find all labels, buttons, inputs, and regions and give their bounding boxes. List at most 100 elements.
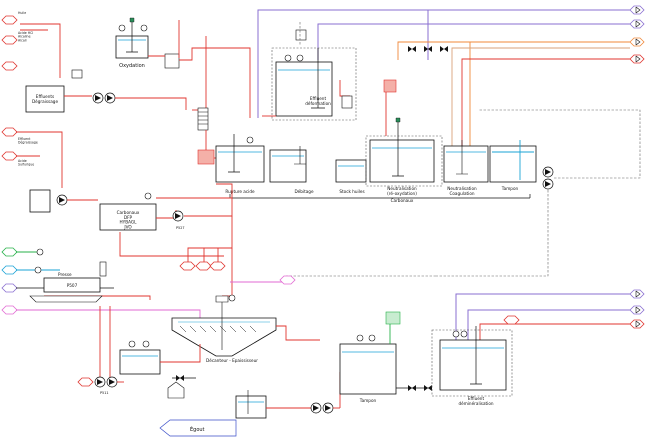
small-tank [29, 189, 51, 213]
offpage-connector [179, 261, 196, 271]
motor-icon [395, 117, 401, 123]
egout-pit [235, 395, 267, 419]
instrument-icon [296, 54, 304, 62]
instrument-icon [142, 340, 150, 348]
coagulation-tank [443, 145, 489, 183]
pump-icon [106, 376, 118, 388]
offpage-connector [1, 283, 18, 293]
offpage-connector [1, 61, 18, 71]
valve-icon [408, 46, 416, 52]
sludge-tank [119, 349, 161, 375]
mixer-icon [392, 120, 404, 177]
decanteur-body [171, 317, 277, 357]
instrument-icon [140, 24, 148, 32]
offpage-connector [629, 5, 645, 15]
decanteur-label: Décanteur - Epaississeur [206, 358, 258, 363]
pump-icon [322, 402, 334, 414]
offpage-connector [629, 19, 645, 29]
carbonaux-label: Carbonaux [391, 198, 414, 203]
degraissage-tank [25, 85, 65, 113]
valve-icon [424, 46, 432, 52]
tampon-top-label: Tampon [501, 186, 519, 191]
decanteur-unit: Décanteur - Epaississeur [171, 294, 320, 363]
presse-title: Presse [58, 272, 72, 277]
instrument-icon [36, 248, 44, 256]
reagent-tag [383, 79, 397, 93]
oxydation-unit: Oxydation [115, 17, 251, 118]
presse-body [43, 277, 101, 293]
offpage-connector [195, 261, 212, 271]
mixer-icon [126, 20, 138, 53]
neutralisation-tank [369, 139, 435, 183]
tampon-bottom-unit: Tampon [339, 311, 432, 403]
recycle-lines [119, 216, 436, 297]
instrument-icon [246, 136, 254, 144]
offpage-connector [629, 305, 645, 315]
pump-icon [542, 166, 554, 178]
valve-cluster-top [383, 46, 448, 136]
debitage-tank [269, 149, 307, 183]
offpage-connector [1, 265, 18, 275]
sludge-skip [167, 381, 185, 399]
offpage-connector [1, 127, 18, 137]
tampon-top-tank [489, 145, 537, 183]
mixer-icon [311, 48, 325, 109]
instrument-icon [128, 340, 136, 348]
reagent-tag [385, 311, 401, 325]
offpage-connector [629, 289, 645, 299]
mixer-icon [294, 146, 306, 165]
instrument-icon [284, 54, 292, 62]
reagent-tag [197, 149, 215, 165]
offpage-connector [77, 377, 94, 387]
utility-lines [257, 9, 630, 340]
reagent-connectors-mid [179, 261, 296, 285]
deminer-tank [439, 339, 507, 391]
offpage-connector [1, 305, 18, 315]
stock-huiles-label: Stock huiles [339, 189, 364, 194]
filter-stack [197, 107, 209, 131]
oxydation-label: Oxydation [119, 63, 145, 69]
debitage-label: Débitage [294, 189, 313, 194]
main-process-train: Rupture acide Débitage Stock huiles Neut… [197, 109, 641, 277]
deformation-tank [275, 61, 333, 117]
offpage-connector [1, 247, 18, 257]
instrument-icon [118, 24, 126, 32]
offpage-connectors-right [629, 5, 645, 329]
instrument-icon [228, 294, 236, 302]
instrument-icon [144, 192, 152, 200]
sludge-unit: P511 [77, 306, 201, 399]
stock-huiles-tank [335, 159, 367, 183]
feed-label: Huile [18, 11, 26, 15]
offpage-connector [629, 37, 645, 47]
rupture-acide-label: Rupture acide [225, 189, 255, 194]
egout-label: Égout [190, 425, 205, 433]
pump-icon [104, 92, 116, 104]
instrument-icon [460, 330, 468, 338]
pump-icon [172, 210, 184, 222]
carbonaux-tank [99, 203, 157, 231]
valve-icon [424, 385, 432, 391]
level-box [71, 69, 83, 79]
pump-icon [542, 178, 554, 190]
rupture-acide-tank [215, 145, 265, 183]
valve-icon [408, 385, 416, 391]
pump-icon [56, 194, 68, 206]
pump-icon [92, 92, 104, 104]
tampon-bottom-label: Tampon [359, 398, 377, 403]
offpage-connector [629, 54, 645, 64]
dosing-pump [341, 95, 353, 109]
egout-arrow [159, 419, 237, 437]
valve-icon [176, 375, 184, 381]
mixer-icon [456, 140, 468, 175]
